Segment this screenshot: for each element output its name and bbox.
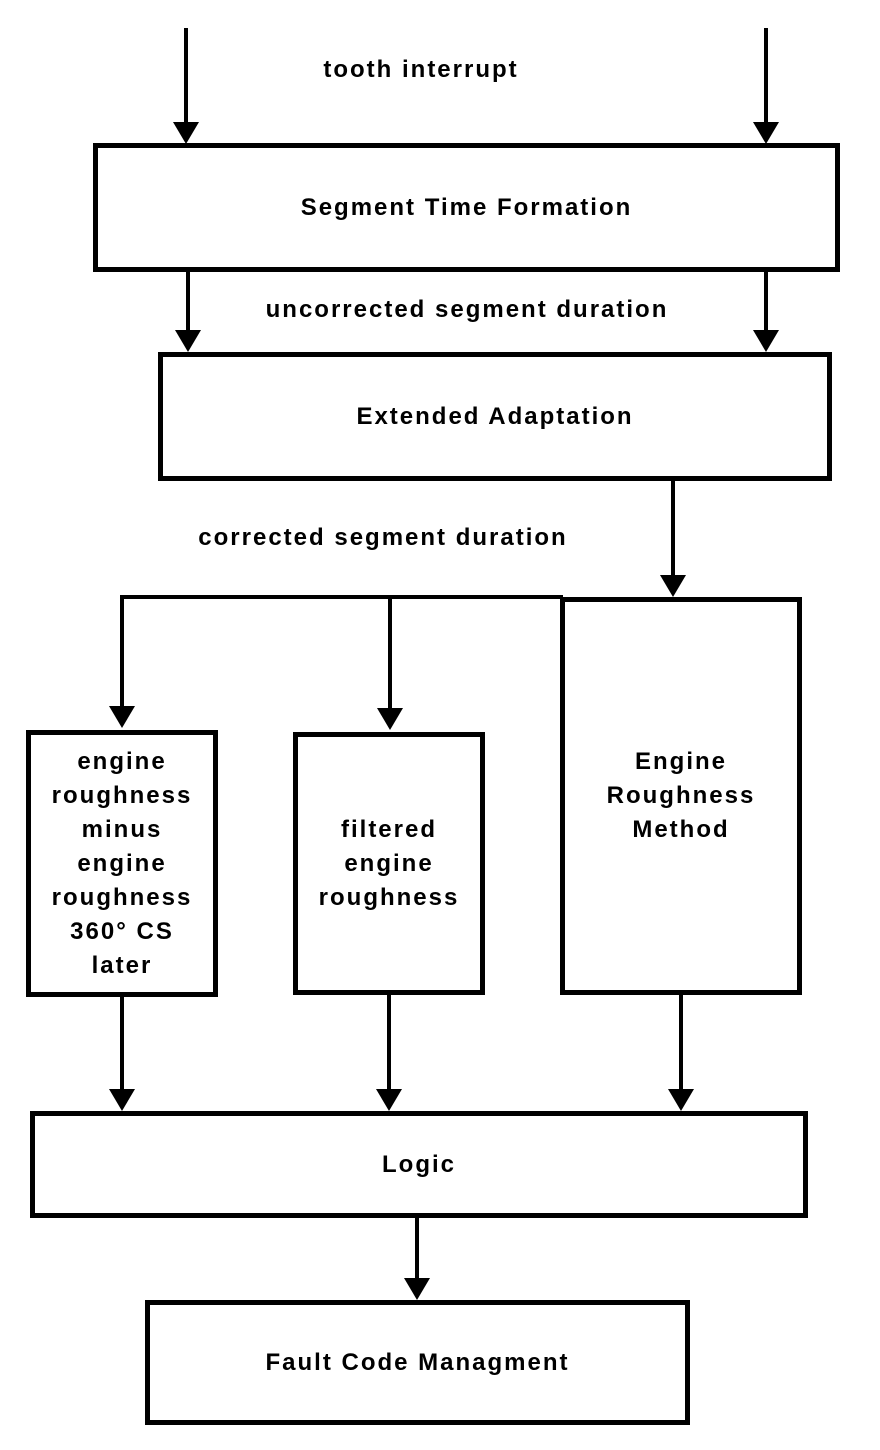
arrow-down-icon xyxy=(377,708,403,730)
connector-line xyxy=(120,595,563,599)
node-engine-roughness-delta: engine roughness minus engine roughness … xyxy=(26,730,218,997)
node-extended-adaptation: Extended Adaptation xyxy=(158,352,832,481)
arrow-down-icon xyxy=(753,122,779,144)
arrow-down-icon xyxy=(109,706,135,728)
arrow-down-icon xyxy=(404,1278,430,1300)
node-logic: Logic xyxy=(30,1111,808,1218)
arrow-stem xyxy=(764,28,768,122)
arrow-down-icon xyxy=(376,1089,402,1111)
node-segment-time-formation: Segment Time Formation xyxy=(93,143,840,272)
label-tooth-interrupt: tooth interrupt xyxy=(323,56,519,83)
arrow-down-icon xyxy=(668,1089,694,1111)
arrow-stem xyxy=(184,28,188,122)
arrow-down-icon xyxy=(660,575,686,597)
label-corrected-segment-duration: corrected segment duration xyxy=(198,524,568,551)
arrow-stem xyxy=(679,995,683,1089)
arrow-stem xyxy=(415,1218,419,1278)
node-engine-roughness-method: Engine Roughness Method xyxy=(560,597,802,995)
node-fault-code-management: Fault Code Managment xyxy=(145,1300,690,1425)
arrow-stem xyxy=(120,997,124,1089)
arrow-stem xyxy=(186,272,190,330)
arrow-down-icon xyxy=(173,122,199,144)
label-uncorrected-segment-duration: uncorrected segment duration xyxy=(265,296,669,323)
arrow-stem xyxy=(764,272,768,330)
arrow-stem xyxy=(671,481,675,575)
arrow-stem xyxy=(387,995,391,1089)
arrow-stem xyxy=(120,595,124,706)
arrow-down-icon xyxy=(109,1089,135,1111)
node-filtered-engine-roughness: filtered engine roughness xyxy=(293,732,485,995)
arrow-down-icon xyxy=(753,330,779,352)
arrow-stem xyxy=(388,595,392,708)
arrow-down-icon xyxy=(175,330,201,352)
